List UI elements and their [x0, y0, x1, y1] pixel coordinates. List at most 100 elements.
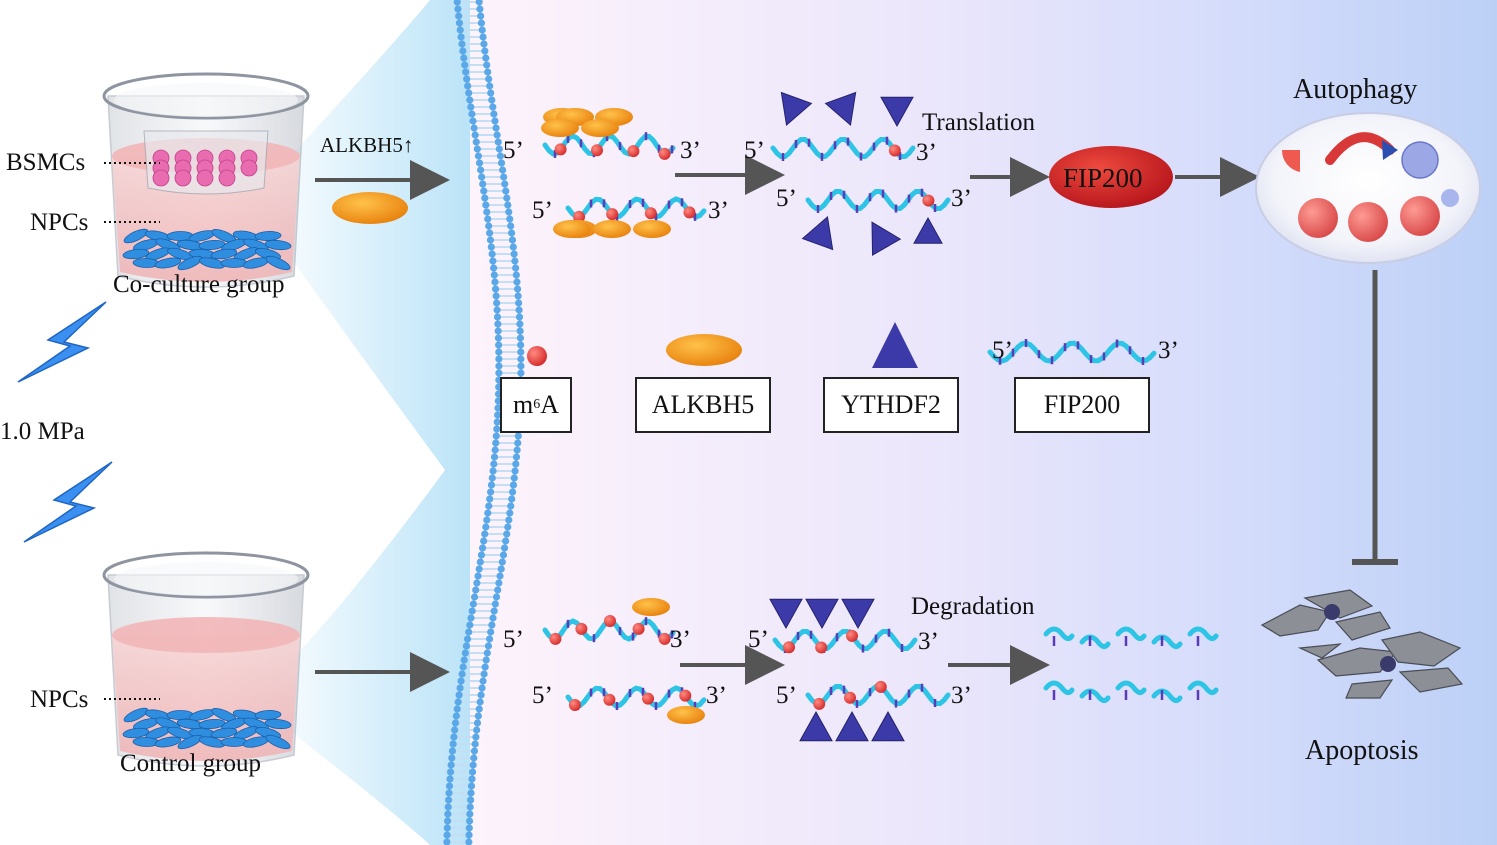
phospholipid-head	[494, 327, 502, 335]
phospholipid-head	[470, 593, 479, 601]
ythdf2-protein	[871, 221, 902, 256]
legend-alkbh5-box: ALKBH5	[635, 377, 771, 433]
npc-cell	[210, 727, 238, 739]
translation-label: Translation	[922, 109, 1035, 136]
three-prime-label: 3’	[670, 626, 691, 653]
phospholipid-head	[513, 285, 522, 293]
five-prime-label: 5’	[776, 185, 797, 212]
m6a-dot	[568, 699, 581, 712]
phospholipid-head	[464, 82, 472, 90]
phospholipid-head	[474, 712, 482, 720]
phospholipid-head	[486, 488, 495, 496]
phospholipid-head	[491, 117, 499, 125]
m6a-dot	[874, 680, 887, 693]
legend-m6a-sup: 6	[533, 397, 541, 412]
phospholipid-head	[443, 817, 452, 825]
phospholipid-head	[467, 103, 475, 111]
m6a-dot	[627, 145, 640, 158]
phospholipid-head	[485, 75, 493, 83]
phospholipid-head	[456, 26, 464, 34]
three-prime-label: 3’	[708, 197, 729, 224]
npc-cell	[254, 231, 282, 241]
m6a-dot	[815, 641, 828, 654]
phospholipid-head	[470, 124, 478, 132]
five-prime-label: 5’	[532, 197, 553, 224]
phospholipid-head	[451, 719, 460, 727]
phospholipid-head	[462, 68, 470, 76]
phospholipid-head	[517, 369, 525, 377]
mrna-fragment	[1079, 688, 1111, 704]
ythdf2-protein	[769, 598, 803, 630]
phospholipid-head	[465, 838, 473, 845]
phospholipid-head	[511, 467, 519, 475]
phospholipid-head	[511, 257, 519, 265]
npc-cell	[210, 248, 238, 260]
alkbh5-protein	[332, 192, 408, 224]
m6a-dot	[573, 210, 586, 223]
phospholipid-head	[463, 635, 472, 643]
lightning-bolt-icon	[17, 301, 107, 383]
autolysosome	[1348, 202, 1388, 242]
phospholipid-head	[480, 670, 488, 678]
phospholipid-head	[492, 292, 500, 300]
phospholipid-head	[472, 138, 480, 146]
autolysosome	[1400, 196, 1440, 236]
phospholipid-head	[495, 145, 503, 153]
phospholipid-head	[484, 509, 492, 517]
phospholipid-head	[514, 292, 522, 300]
phospholipid-head	[469, 117, 477, 125]
phospholipid-head	[473, 719, 482, 727]
m6a-dot	[922, 194, 935, 207]
degradation-label: Degradation	[911, 593, 1035, 620]
ythdf2-protein	[824, 91, 857, 127]
phospholipid-head	[465, 824, 473, 832]
phospholipid-head	[499, 551, 508, 559]
phospholipid-head	[495, 348, 503, 356]
phospholipid-head	[456, 684, 464, 692]
phospholipid-head	[457, 33, 465, 41]
phospholipid-head	[470, 747, 479, 755]
phospholipid-head	[512, 264, 520, 272]
phospholipid-head	[481, 530, 489, 538]
m6a-dot	[846, 629, 858, 642]
phospholipid-head	[482, 656, 490, 664]
phospholipid-head	[446, 775, 454, 783]
phospholipid-head	[458, 40, 466, 48]
m6a-dot	[575, 622, 588, 635]
coculture-group-label: Co-culture group	[113, 271, 285, 298]
npc-cell	[265, 734, 291, 750]
bsmc-cell	[218, 169, 236, 187]
ythdf2-protein	[801, 215, 834, 251]
phospholipid-head	[468, 110, 476, 118]
three-prime-label: 3’	[916, 139, 937, 166]
phospholipid-head	[461, 61, 469, 69]
phospholipid-head	[454, 5, 462, 13]
phospholipid-head	[517, 348, 525, 356]
npc-cell	[254, 710, 282, 720]
phospholipid-head	[489, 257, 497, 265]
phospholipid-head	[481, 47, 489, 55]
alkbh5-protein	[632, 598, 670, 616]
npc-cell	[123, 228, 149, 244]
m6a-dot	[658, 147, 671, 160]
alkbh5-protein	[541, 119, 579, 137]
phospholipid-head	[455, 12, 463, 20]
phospholipid-head	[478, 684, 486, 692]
phospholipid-head	[502, 187, 510, 195]
phospholipid-head	[512, 271, 520, 279]
dish-rim	[102, 72, 310, 120]
phospholipid-head	[490, 264, 498, 272]
apoptotic-fragment	[1380, 631, 1462, 667]
phospholipid-head	[460, 656, 468, 664]
lysosome-fragment	[1281, 150, 1300, 172]
phospholipid-head	[469, 600, 477, 608]
phospholipid-head	[503, 194, 511, 202]
phospholipid-head	[461, 649, 469, 657]
phospholipid-head	[483, 516, 491, 524]
apoptotic-fragment	[1334, 611, 1391, 641]
phospholipid-head	[468, 775, 476, 783]
phospholipid-head	[482, 523, 490, 531]
mrna-fragment	[1187, 680, 1219, 696]
